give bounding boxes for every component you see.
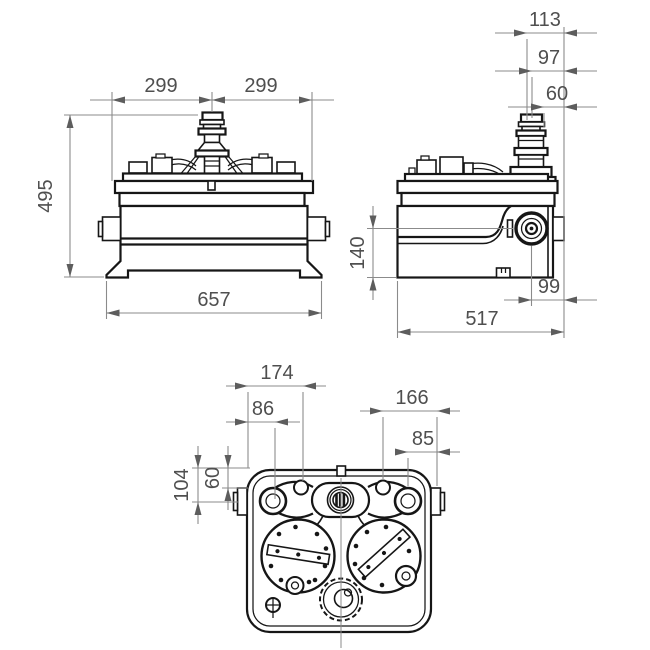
dim-top-85: 85 bbox=[395, 428, 460, 486]
front-discharge-pipe bbox=[180, 111, 244, 175]
dim-label-top-174: 174 bbox=[260, 362, 293, 384]
dim-label-front-width: 657 bbox=[197, 289, 230, 311]
top-view bbox=[232, 465, 446, 648]
dim-side-99: 99 bbox=[504, 246, 597, 306]
dim-top-104: 104 bbox=[171, 446, 250, 524]
dim-label-side-60: 60 bbox=[546, 83, 568, 105]
top-right-rotor bbox=[346, 518, 422, 594]
dim-top-60: 60 bbox=[202, 446, 248, 510]
dim-side-140: 140 bbox=[347, 206, 513, 300]
side-lid-fittings bbox=[408, 155, 504, 176]
dim-label-side-113: 113 bbox=[529, 9, 561, 31]
front-lid-fittings bbox=[128, 153, 296, 174]
dim-label-top-104: 104 bbox=[171, 468, 193, 501]
top-bolt-cross bbox=[265, 597, 281, 618]
top-left-rotor bbox=[260, 518, 336, 595]
dim-label-side-140: 140 bbox=[347, 236, 369, 269]
dim-side-60: 60 bbox=[508, 83, 597, 127]
dim-front-width: 657 bbox=[105, 281, 323, 319]
dim-side-97: 97 bbox=[495, 47, 597, 118]
front-tank-body bbox=[105, 172, 323, 279]
dim-front-height: 495 bbox=[35, 114, 198, 278]
dim-label-side-517: 517 bbox=[465, 308, 498, 330]
dim-side-517: 517 bbox=[396, 281, 564, 338]
dim-label-top-60: 60 bbox=[202, 467, 224, 489]
dim-label-side-97: 97 bbox=[538, 47, 560, 69]
dim-label-top-86: 86 bbox=[252, 398, 274, 420]
dim-label-side-99: 99 bbox=[538, 276, 560, 298]
side-view bbox=[396, 113, 565, 279]
dim-label-front-height: 495 bbox=[35, 179, 57, 212]
dim-label-top-166: 166 bbox=[395, 387, 428, 409]
front-view bbox=[97, 111, 331, 279]
dim-label-front-half-right: 299 bbox=[244, 75, 277, 97]
side-tank-body bbox=[396, 172, 565, 279]
dim-top-86: 86 bbox=[226, 398, 300, 499]
top-ports bbox=[258, 479, 423, 516]
front-side-tabs bbox=[97, 216, 331, 242]
top-dimensions: 174 86 166 85 bbox=[171, 362, 460, 524]
dim-label-top-85: 85 bbox=[412, 428, 434, 450]
side-discharge-pipe bbox=[505, 113, 557, 185]
side-dimensions: 113 97 60 140 99 bbox=[347, 9, 597, 338]
dim-label-front-half-left: 299 bbox=[144, 75, 177, 97]
front-dimensions: 299 299 495 657 bbox=[35, 75, 334, 319]
dim-front-half-widths: 299 299 bbox=[90, 75, 334, 181]
dim-top-174: 174 bbox=[226, 362, 326, 481]
